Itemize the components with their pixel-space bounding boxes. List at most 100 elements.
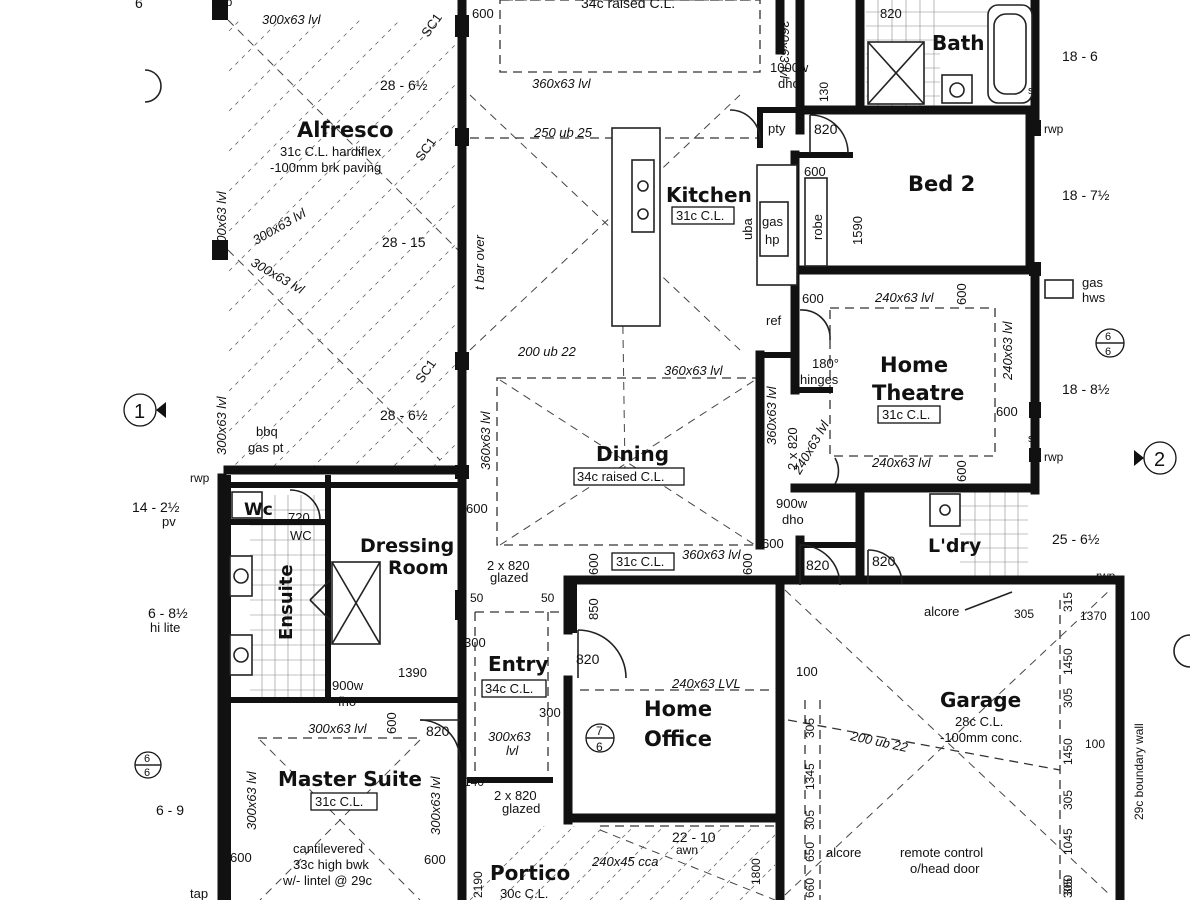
master-note-2: 33c high bwk — [293, 857, 369, 872]
beam-label-16: 240x45 cca — [591, 854, 659, 869]
level-3: 28 - 6½ — [380, 407, 428, 423]
marker-1-label: 1 — [134, 401, 145, 423]
label-hinges-2: hinges — [800, 372, 839, 387]
kitchen-fixtures — [611, 127, 828, 327]
garage-note-1: 28c C.L. — [955, 714, 1003, 729]
label-gas: gas — [762, 214, 783, 229]
entry-label: Entry — [488, 652, 548, 676]
dim-305-a: 305 — [1014, 607, 1034, 621]
beam-label-15: lvl — [506, 743, 519, 758]
beam-label-3: 250 ub 25 — [533, 125, 593, 140]
dim-100-a: 100 — [796, 664, 818, 679]
dim-315: 315 — [1061, 592, 1075, 612]
toilet — [231, 491, 263, 519]
dim-820-e: 820 — [576, 651, 600, 667]
section-markers: 1 2 6 6 6 6 7 6 6 — [123, 0, 1191, 779]
dim-600-i: 600 — [586, 553, 601, 575]
rwp-2: rwp — [1044, 122, 1064, 136]
dim-600-b: 600 — [804, 164, 826, 179]
beam-label-19: 360x63 lvl — [682, 547, 742, 562]
dim-31c-cl: 31c C.L. — [616, 554, 664, 569]
wc-sublabel: WC — [290, 528, 312, 543]
dim-2190: 2190 — [471, 871, 485, 898]
dim-820-a: 820 — [880, 6, 902, 21]
label-boundary-wall: 29c boundary wall — [1132, 723, 1146, 820]
door-swings — [289, 109, 903, 761]
master-suite-label: Master Suite — [278, 767, 422, 791]
portico-label: Portico — [490, 861, 570, 885]
dim-650: 650 — [803, 842, 817, 862]
marker-6f: 6 — [596, 740, 603, 754]
dim-dho: dho — [778, 76, 800, 91]
dim-360: 360 — [1061, 875, 1075, 895]
master-note-3: w/- lintel @ 29c — [282, 873, 373, 888]
level-9: 6 - 8½ — [148, 605, 188, 621]
alfresco-hatch — [228, 20, 458, 468]
basin-1 — [229, 555, 253, 597]
dim-305-b: 305 — [1061, 688, 1075, 708]
label-alcore-2: alcore — [826, 845, 861, 860]
dim-50-b: 50 — [541, 591, 555, 605]
level-6: 18 - 8½ — [1062, 381, 1110, 397]
beam-label-17: 360x63 lvl — [478, 410, 493, 470]
dim-600-j: 600 — [740, 553, 755, 575]
marker-6b: 6 — [1105, 346, 1111, 358]
dim-1590: 1590 — [850, 216, 865, 245]
dim-100-b: 100 — [1130, 609, 1150, 623]
beam-label-6: 240x63 lvl — [874, 290, 935, 305]
gas-hws-label-2: hws — [1082, 290, 1106, 305]
label-ref: ref — [766, 313, 782, 328]
dim-1450-a: 1450 — [1061, 648, 1075, 675]
marker-7: 7 — [596, 724, 603, 738]
dim-2x820-c: 2 x 820 — [494, 788, 537, 803]
marker-6a: 6 — [1105, 331, 1111, 343]
dim-600-e: 600 — [996, 404, 1018, 419]
level-10: 6 - 9 — [156, 802, 184, 818]
level-8-pv: pv — [162, 514, 176, 529]
sc1-3: SC1 — [412, 356, 439, 385]
beam-label-14: 300x63 — [488, 729, 531, 744]
beam-label-10: 200 ub 22 — [848, 728, 909, 755]
dim-820-f: 820 — [426, 723, 450, 739]
dressing-label-2: Room — [388, 557, 449, 579]
laundry-label: L'dry — [928, 535, 982, 557]
sc1-1: SC1 — [418, 10, 445, 39]
dim-900w-b: 900w — [332, 678, 364, 693]
label-remote-2: o/head door — [910, 861, 980, 876]
label-awn: awn — [676, 843, 698, 857]
alfresco-label: Alfresco — [297, 118, 394, 142]
s-label-1: s — [1028, 85, 1034, 97]
ensuite-fixtures — [229, 491, 381, 676]
bbq-label: bbq — [256, 424, 278, 439]
dim-600-d: 600 — [954, 283, 969, 305]
beam-label-27: 240x63 lvl — [1000, 320, 1015, 381]
wc-label: Wc — [244, 500, 273, 520]
home-theatre-label-2: Theatre — [872, 381, 964, 405]
marker-6d: 6 — [144, 767, 150, 779]
alfresco-note-2: -100mm brk paving — [270, 160, 381, 175]
dim-600-c: 600 — [802, 291, 824, 306]
dim-305-d: 305 — [803, 718, 817, 738]
robe — [804, 177, 828, 267]
level-7: 25 - 6½ — [1052, 531, 1100, 547]
top-room-ceiling: 34c raised C.L. — [581, 0, 675, 11]
dim-720: 720 — [288, 510, 310, 525]
label-remote-1: remote control — [900, 845, 983, 860]
dim-300-a: 300 — [464, 635, 486, 650]
label-uba: uba — [740, 218, 755, 240]
beam-label-1: 300x63 lvl — [262, 12, 322, 27]
dim-140: 140 — [464, 775, 484, 789]
gas-hws-label-1: gas — [1082, 275, 1103, 290]
marker-6c: 6 — [144, 753, 150, 765]
basin-2 — [229, 634, 253, 676]
bath-basin — [941, 74, 973, 104]
dim-600-k: 600 — [384, 712, 399, 734]
posts — [212, 0, 1041, 633]
beam-label-20: 300x63 lvl — [214, 190, 229, 250]
home-office-label-2: Office — [644, 727, 712, 751]
beam-label-7: 240x63 lvl — [871, 455, 932, 470]
beam-label-4: 200 ub 22 — [517, 344, 577, 359]
label-glazed-2: glazed — [502, 801, 540, 816]
beam-label-12: 300x63 lvl — [249, 255, 308, 298]
